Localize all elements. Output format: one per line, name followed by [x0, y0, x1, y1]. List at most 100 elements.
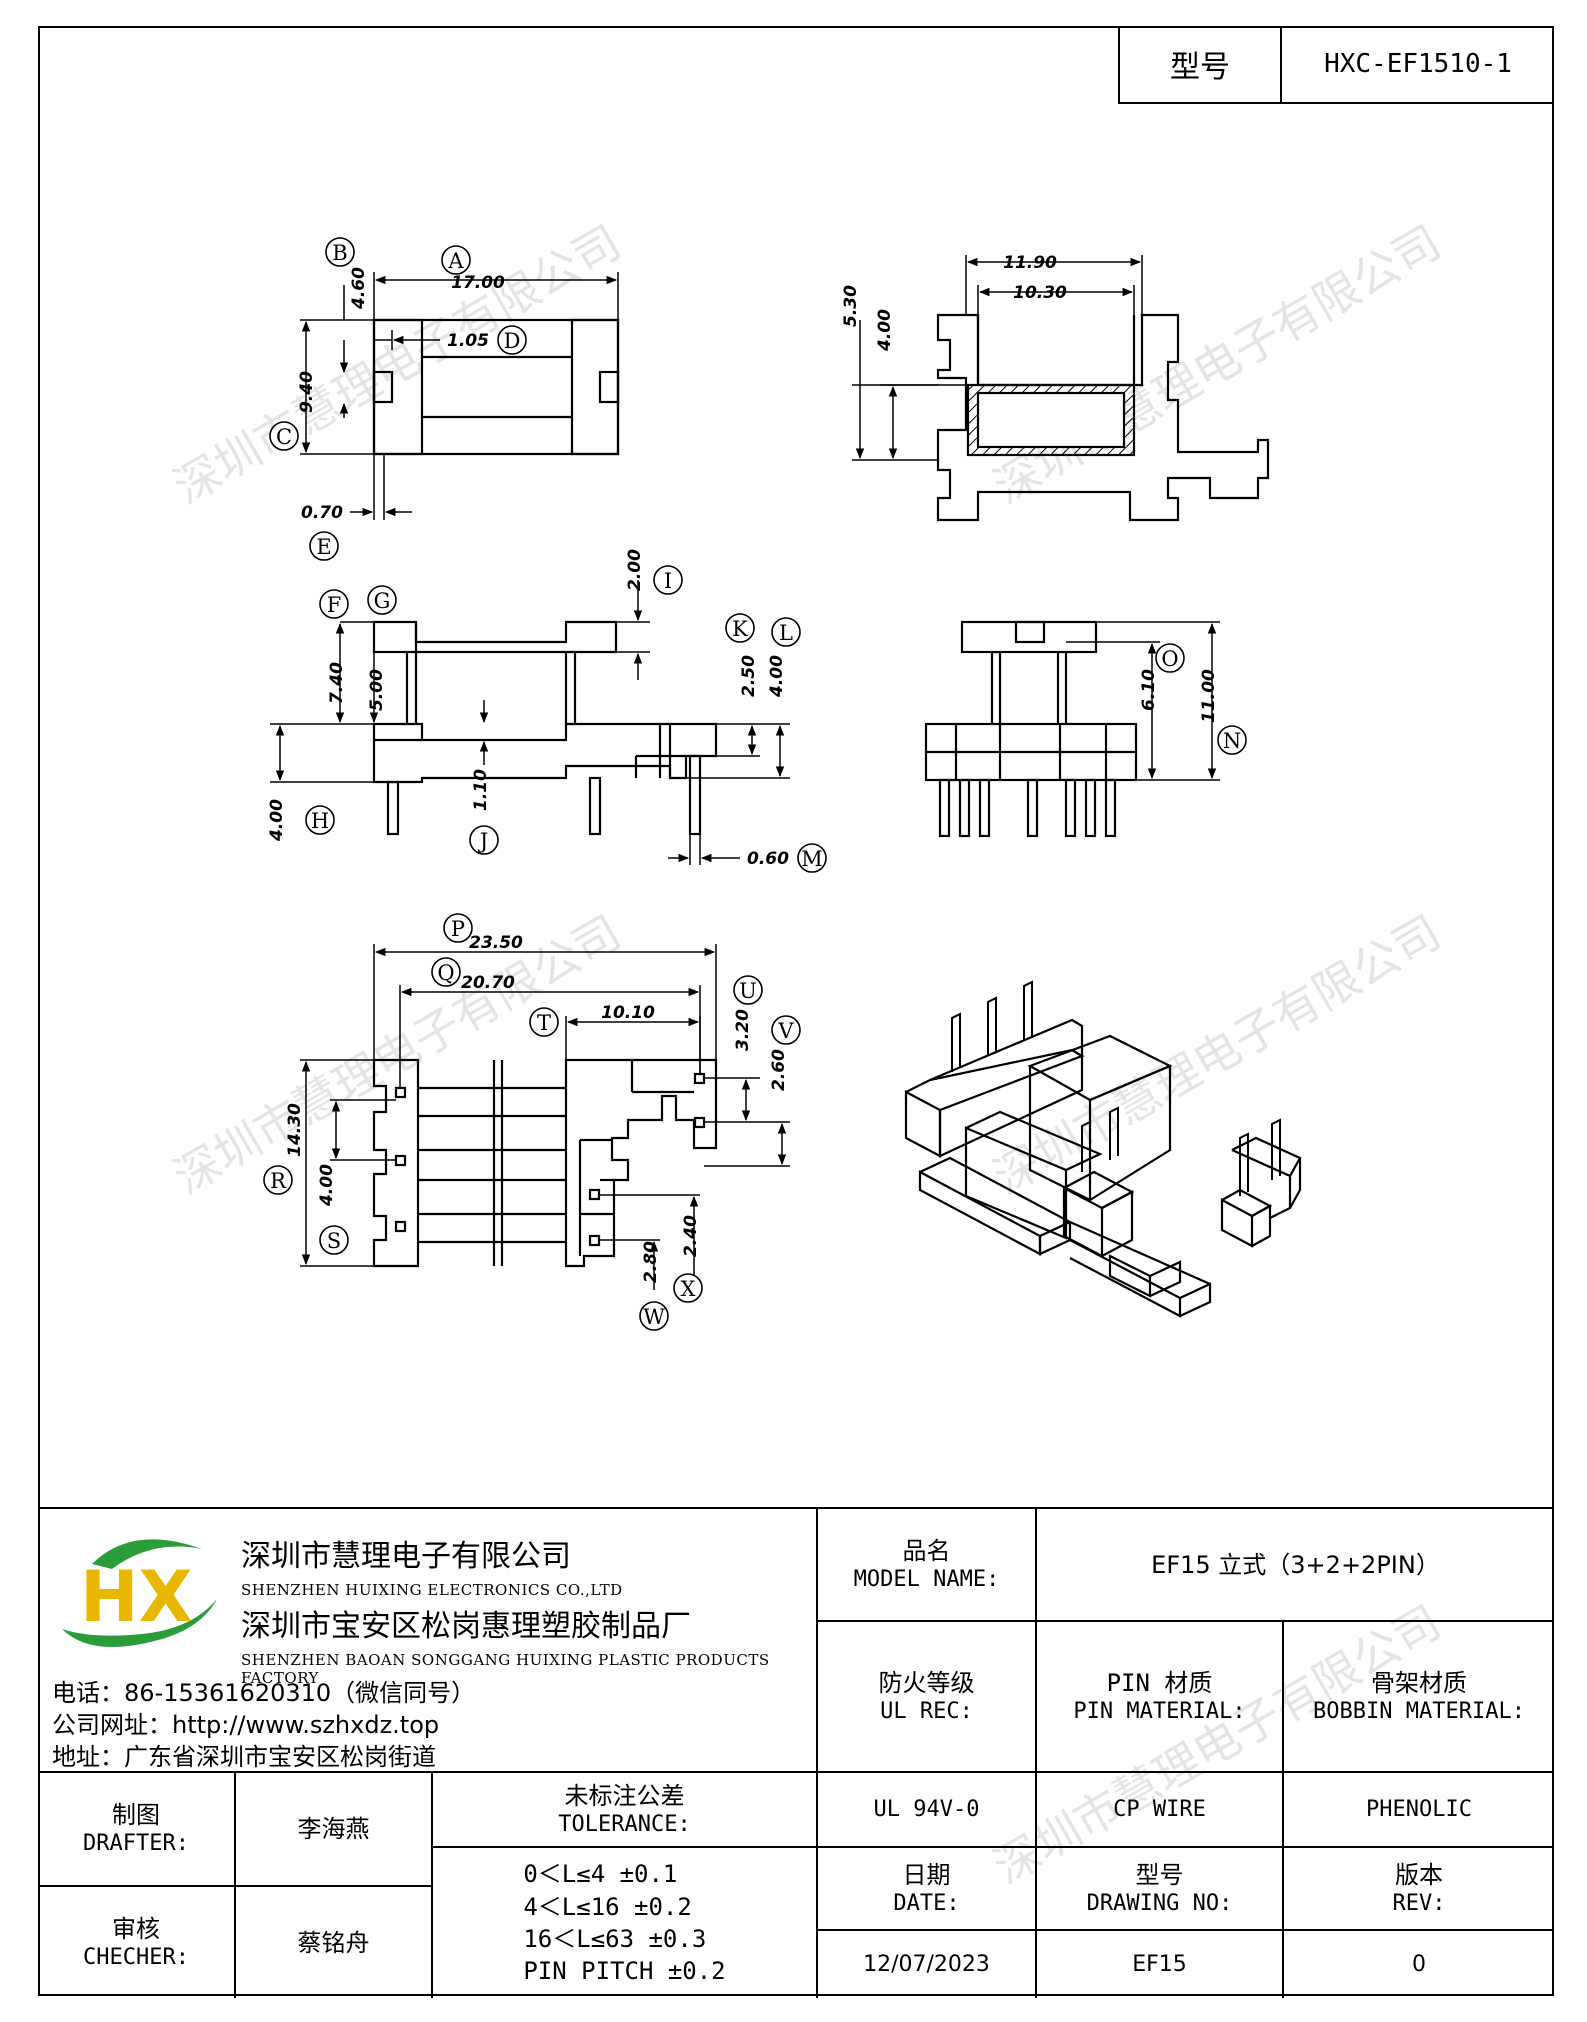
callout-K: K — [725, 613, 755, 643]
callout-B: B — [325, 237, 355, 267]
dim-J: 1.10 — [471, 769, 491, 811]
rev-label: 版本 REV: — [1392, 1860, 1446, 1916]
dim-I: 2.00 — [625, 549, 645, 591]
dim-Q: 20.70 — [461, 973, 515, 993]
dim-R: 14.30 — [285, 1103, 305, 1157]
callout-H: H — [305, 805, 335, 835]
company-website[interactable]: 公司网址：http://www.szhxdz.top — [52, 1711, 440, 1739]
dim-W: 2.80 — [641, 1241, 661, 1283]
side-view-dimensions — [1066, 621, 1220, 781]
callout-E: E — [309, 531, 339, 561]
dim-top-right-3: 5.30 — [841, 285, 861, 327]
front-view — [372, 620, 718, 836]
svg-text:C: C — [276, 425, 292, 449]
tolerance-label: 未标注公差 TOLERANCE: — [558, 1781, 691, 1837]
isometric-pins — [951, 980, 1281, 1196]
company-logo: HX — [62, 1539, 217, 1647]
svg-text:W: W — [643, 1305, 665, 1329]
company-phone: 电话：86-15361620310（微信同号） — [52, 1679, 476, 1707]
dim-A: 17.00 — [451, 273, 505, 293]
model-value: HXC-EF1510-1 — [1324, 49, 1512, 79]
svg-text:L: L — [779, 621, 793, 645]
callout-D: D — [497, 325, 527, 355]
svg-text:P: P — [451, 917, 465, 941]
callout-J: J — [469, 825, 499, 855]
bobbin-material-value: PHENOLIC — [1366, 1796, 1472, 1822]
svg-text:D: D — [504, 329, 521, 353]
side-view — [924, 620, 1138, 838]
svg-text:U: U — [739, 979, 757, 1003]
bottom-view-dimensions — [300, 944, 790, 1290]
svg-text:G: G — [374, 589, 391, 613]
svg-text:I: I — [664, 569, 672, 593]
factory-name-cn: 深圳市宝安区松岗惠理塑胶制品厂 — [241, 1609, 691, 1644]
drafter-label: 制图 DRAFTER: — [83, 1801, 189, 1857]
dim-T: 10.10 — [601, 1003, 655, 1023]
callout-M: M — [797, 843, 827, 873]
bottom-view — [372, 1058, 718, 1268]
model-label: 型号 — [1120, 26, 1282, 102]
tolerance-line: 16＜L≤63 ±0.3 — [523, 1925, 707, 1953]
svg-text:J: J — [478, 829, 488, 853]
callout-U: U — [733, 975, 763, 1005]
svg-text:V: V — [777, 1019, 794, 1043]
date-label: 日期 DATE: — [893, 1860, 960, 1916]
drafter-name: 李海燕 — [297, 1815, 370, 1843]
top-view-dimensions — [300, 272, 619, 520]
callout-T: T — [529, 1007, 559, 1037]
logo-letters: HX — [80, 1556, 193, 1638]
company-name-en: SHENZHEN HUIXING ELECTRONICS CO.,LTD — [241, 1581, 623, 1599]
front-view-dimensions — [270, 580, 790, 865]
svg-text:R: R — [270, 1169, 287, 1193]
callout-Q: Q — [431, 957, 461, 987]
tolerance-values: 0＜L≤4 ±0.1 4＜L≤16 ±0.2 16＜L≤63 ±0.3 PIN … — [433, 1848, 816, 1998]
callout-V: V — [771, 1015, 801, 1045]
company-address: 地址：广东省深圳市宝安区松岗街道 — [52, 1743, 436, 1771]
callout-X: X — [673, 1273, 703, 1303]
callout-G: G — [367, 585, 397, 615]
callout-S: S — [319, 1225, 349, 1255]
callout-P: P — [443, 913, 473, 943]
dim-U: 3.20 — [733, 1009, 753, 1051]
product-name-value: EF15 立式（3+2+2PIN） — [1151, 1550, 1440, 1579]
callout-markers: A B C D E F G H I J K L M N O P Q R S T … — [263, 237, 1247, 1331]
company-name-cn: 深圳市慧理电子有限公司 — [241, 1539, 571, 1574]
svg-text:K: K — [732, 617, 748, 641]
dim-S: 4.00 — [317, 1164, 337, 1207]
callout-A: A — [441, 245, 471, 275]
ul-rec-value: UL 94V-0 — [873, 1796, 980, 1822]
tolerance-line: PIN PITCH ±0.2 — [523, 1957, 726, 1986]
dim-K: 2.50 — [739, 655, 759, 697]
svg-text:N: N — [1223, 729, 1241, 753]
drawing-frame — [38, 26, 1554, 1996]
drawing-no-value: EF15 — [1132, 1951, 1187, 1977]
date-value: 12/07/2023 — [863, 1951, 990, 1977]
svg-text:E: E — [316, 535, 331, 559]
checker-name: 蔡铭舟 — [297, 1928, 370, 1957]
svg-text:O: O — [1161, 647, 1178, 671]
callout-F: F — [319, 589, 349, 619]
company-info: HX 深圳市慧理电子有限公司 SHENZHEN HUIXING ELECTRON… — [38, 1509, 816, 1771]
dim-L: 4.00 — [767, 655, 787, 698]
svg-text:F: F — [327, 593, 342, 617]
bobbin-material-label: 骨架材质 BOBBIN MATERIAL: — [1313, 1668, 1525, 1724]
callout-O: O — [1155, 643, 1185, 673]
callout-N: N — [1217, 725, 1247, 755]
factory-name-en: SHENZHEN BAOAN SONGGANG HUIXING PLASTIC … — [241, 1651, 770, 1687]
callout-I: I — [653, 565, 683, 595]
callout-L: L — [771, 617, 801, 647]
dim-V: 2.60 — [769, 1049, 789, 1091]
dim-C: 9.40 — [297, 371, 317, 413]
svg-text:H: H — [311, 809, 329, 833]
drawing-no-label: 型号 DRAWING NO: — [1086, 1860, 1233, 1916]
svg-text:S: S — [327, 1229, 341, 1253]
dim-G: 5.00 — [367, 669, 387, 711]
dim-M: 0.60 — [747, 849, 789, 869]
dim-D: 1.05 — [447, 331, 489, 351]
section-view-dimensions — [852, 255, 1143, 461]
svg-text:B: B — [332, 241, 347, 265]
dim-F: 7.40 — [327, 662, 347, 704]
dim-X: 2.40 — [681, 1215, 701, 1257]
pin-material-value: CP WIRE — [1113, 1796, 1206, 1822]
